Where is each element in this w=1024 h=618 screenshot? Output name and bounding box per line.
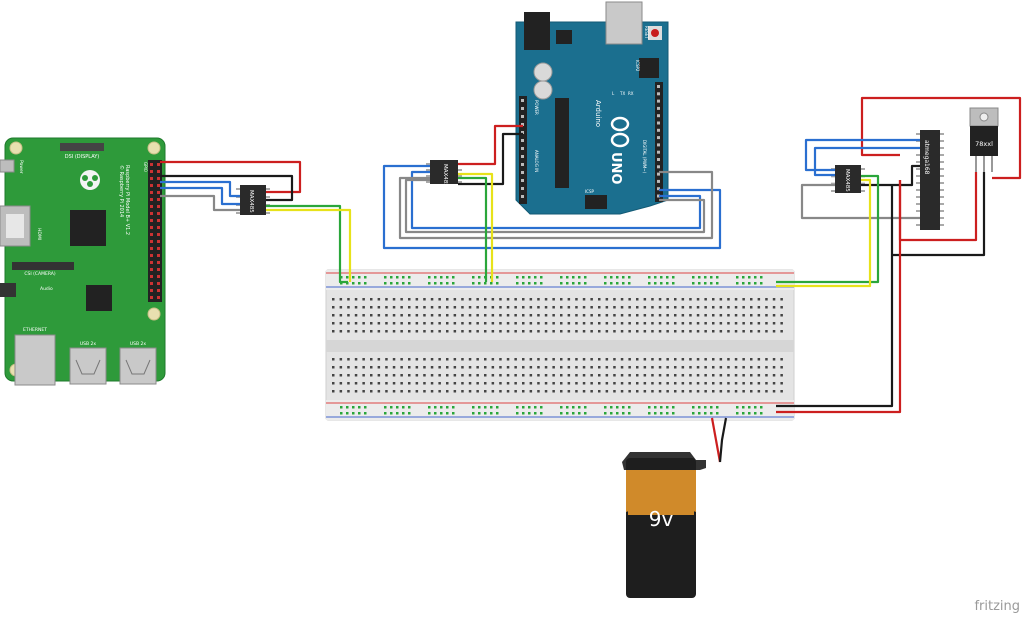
wire-black-rpi bbox=[160, 174, 294, 202]
atmega-label: atmega168 bbox=[923, 140, 930, 175]
rpi-title-line2: © Raspberry Pi 2014 bbox=[118, 165, 125, 217]
wire-gray-rpi bbox=[160, 194, 240, 212]
max485-chip-rpi: MAX485 bbox=[236, 185, 270, 215]
power-label-uno: POWER bbox=[534, 100, 539, 115]
max485-chip-atmega: MAX485 bbox=[831, 165, 865, 193]
capacitor-1 bbox=[533, 62, 553, 82]
atmega328-chip bbox=[555, 98, 569, 188]
soc-chip bbox=[70, 210, 106, 246]
wire-blue-rpi-1 bbox=[160, 180, 240, 198]
max485-c-label: MAX485 bbox=[844, 169, 850, 192]
wire-black-rail bbox=[776, 185, 894, 408]
max485-b-label: MAX485 bbox=[442, 164, 448, 187]
wire-red-atmega-top bbox=[860, 96, 1022, 180]
csi-connector bbox=[12, 262, 74, 270]
usb-controller-chip bbox=[86, 285, 112, 311]
battery-label: 9v bbox=[649, 507, 674, 531]
wire-black-battery bbox=[718, 417, 728, 463]
reset-label: RESET bbox=[644, 26, 649, 39]
breadboard bbox=[325, 269, 795, 421]
raspberry-pi-board: DSI (DISPLAY) CSI (CAMERA) HDMI Power Au… bbox=[0, 137, 166, 386]
atmega168-chip: atmega168 bbox=[916, 130, 944, 230]
power-port bbox=[0, 159, 15, 173]
icsp-label: ICSP bbox=[585, 189, 595, 194]
uno-label: UNO bbox=[608, 152, 623, 185]
wire-blue-atmega-1 bbox=[804, 138, 920, 172]
audio-label: Audio bbox=[40, 286, 53, 292]
voltage-regulator: 78xxl bbox=[969, 107, 999, 172]
l-label: L bbox=[612, 91, 615, 96]
wire-red-rpi bbox=[160, 160, 302, 194]
audio-jack bbox=[0, 283, 16, 297]
rpi-title-line1: Raspberry Pi Model B+ V1.2 bbox=[124, 165, 130, 235]
wire-blue-rpi-2 bbox=[160, 186, 240, 206]
power-label: Power bbox=[18, 160, 24, 174]
capacitor-2 bbox=[533, 80, 553, 100]
wire-blue-atmega-2 bbox=[813, 146, 920, 177]
arduino-infinity-logo-icon bbox=[610, 116, 630, 148]
digital-header bbox=[655, 82, 663, 202]
max485-chip-arduino: MAX485 bbox=[426, 160, 462, 187]
wire-yellow-arduino bbox=[458, 172, 494, 282]
wire-yellow-atmega bbox=[776, 178, 872, 288]
wire-yellow-rpi bbox=[266, 208, 352, 282]
max485-a-label: MAX485 bbox=[248, 190, 254, 213]
icsp2-header bbox=[639, 58, 659, 78]
wire-gray-atmega bbox=[800, 183, 920, 220]
wire-red-battery bbox=[710, 417, 722, 463]
wires bbox=[160, 96, 1022, 463]
tx-label: TX bbox=[619, 91, 625, 96]
fritzing-watermark: fritzing bbox=[974, 599, 1020, 614]
ethernet-port bbox=[14, 334, 56, 386]
usb-port-1 bbox=[69, 347, 107, 385]
digital-label: DIGITAL (PWM~) bbox=[642, 140, 647, 174]
wire-black-atmega-2 bbox=[892, 172, 986, 257]
usb1-label: USB 2x bbox=[80, 341, 97, 347]
wire-blue-arduino-1 bbox=[382, 164, 722, 250]
arduino-uno-board: RESET ICSP2 ICSP UNO Arduino ANALOG IN P… bbox=[515, 1, 669, 215]
usb2-label: USB 2x bbox=[130, 341, 147, 347]
usb-port-2 bbox=[119, 347, 157, 385]
breadboard-holes bbox=[332, 298, 783, 393]
dc-jack bbox=[524, 12, 550, 50]
icsp-header bbox=[585, 195, 607, 209]
breadboard-rail-holes bbox=[340, 276, 763, 415]
rx-label: RX bbox=[628, 91, 634, 96]
wire-red-rail bbox=[776, 180, 902, 414]
wire-green-arduino bbox=[458, 176, 488, 282]
raspberry-logo-icon bbox=[80, 170, 100, 190]
usb-b-port bbox=[605, 1, 643, 45]
wire-blue-arduino-2 bbox=[410, 170, 702, 230]
icsp2-label: ICSP2 bbox=[635, 60, 640, 72]
dsi-connector bbox=[60, 143, 104, 151]
wire-green-rpi bbox=[266, 204, 348, 284]
battery-9v: 9v bbox=[622, 452, 706, 598]
ethernet-label: ETHERNET bbox=[23, 327, 47, 333]
wire-black-atmega-1 bbox=[861, 164, 920, 187]
gpio-header bbox=[148, 160, 162, 302]
dsi-label: DSI (DISPLAY) bbox=[65, 154, 100, 160]
analog-in-label: ANALOG IN bbox=[534, 150, 539, 172]
hdmi-label: HDMI bbox=[36, 228, 42, 240]
reset-button-icon bbox=[651, 29, 659, 37]
regulator-label: 78xxl bbox=[975, 140, 993, 148]
arduino-brand: Arduino bbox=[594, 100, 602, 127]
gpio-label: GPIO bbox=[143, 162, 148, 172]
wire-gray-arduino-1 bbox=[398, 170, 714, 240]
wire-gray-arduino-2 bbox=[404, 178, 706, 234]
wire-red-arduino bbox=[458, 124, 523, 166]
wire-green-atmega bbox=[776, 174, 880, 284]
wire-black-arduino bbox=[458, 132, 523, 186]
csi-label: CSI (CAMERA) bbox=[24, 271, 55, 277]
